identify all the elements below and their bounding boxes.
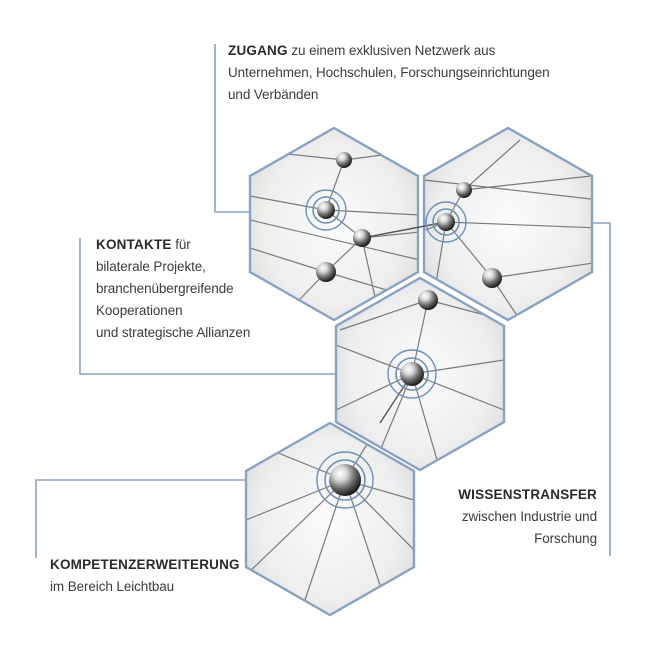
kontakte-line-4: Kooperationen xyxy=(96,303,183,318)
zugang-callout: ZUGANG zu einem exklusiven Netzwerk aus … xyxy=(228,40,550,106)
kontakte-line-5: und strategische Allianzen xyxy=(96,325,251,340)
node xyxy=(336,152,352,168)
kontakte-line-1: KONTAKTE für xyxy=(96,234,250,256)
node xyxy=(317,201,335,219)
kompetenzerweiterung-keyword: KOMPETENZERWEITERUNG xyxy=(50,557,240,572)
kontakte-keyword: KONTAKTE xyxy=(96,237,172,252)
network-nodes xyxy=(316,152,502,496)
wissenstransfer-callout: WISSENSTRANSFER zwischen Industrie und F… xyxy=(458,484,597,550)
node xyxy=(353,229,371,247)
wissenstransfer-line-2: zwischen Industrie und xyxy=(461,509,597,524)
node xyxy=(316,262,336,282)
kompetenzerweiterung-line-2: im Bereich Leichtbau xyxy=(50,579,175,594)
node xyxy=(456,182,472,198)
node xyxy=(482,268,502,288)
zugang-line-3: und Verbänden xyxy=(228,87,319,102)
kontakte-callout: KONTAKTE für bilaterale Projekte, branch… xyxy=(96,234,250,344)
node xyxy=(437,213,455,231)
node xyxy=(400,362,424,386)
node xyxy=(418,290,438,310)
highlight-rings xyxy=(305,189,467,509)
kontakte-line-3: branchenübergreifende xyxy=(96,281,234,296)
zugang-line-1: ZUGANG zu einem exklusiven Netzwerk aus xyxy=(228,40,550,62)
node xyxy=(329,464,361,496)
kompetenz-connector-line xyxy=(35,479,320,558)
kontakte-connector-line xyxy=(79,238,392,375)
hexagon-tile-2 xyxy=(422,126,594,322)
wissenstransfer-keyword: WISSENSTRANSFER xyxy=(458,487,597,502)
kompetenzerweiterung-callout: KOMPETENZERWEITERUNG im Bereich Leichtba… xyxy=(50,554,240,598)
zugang-keyword: ZUGANG xyxy=(228,43,288,58)
wissenstransfer-line-3: Forschung xyxy=(534,531,597,546)
kontakte-text: für xyxy=(171,237,191,252)
zugang-text: zu einem exklusiven Netzwerk aus xyxy=(287,43,496,58)
kontakte-line-2: bilaterale Projekte, xyxy=(96,259,206,274)
zugang-line-2: Unternehmen, Hochschulen, Forschungseinr… xyxy=(228,65,550,80)
